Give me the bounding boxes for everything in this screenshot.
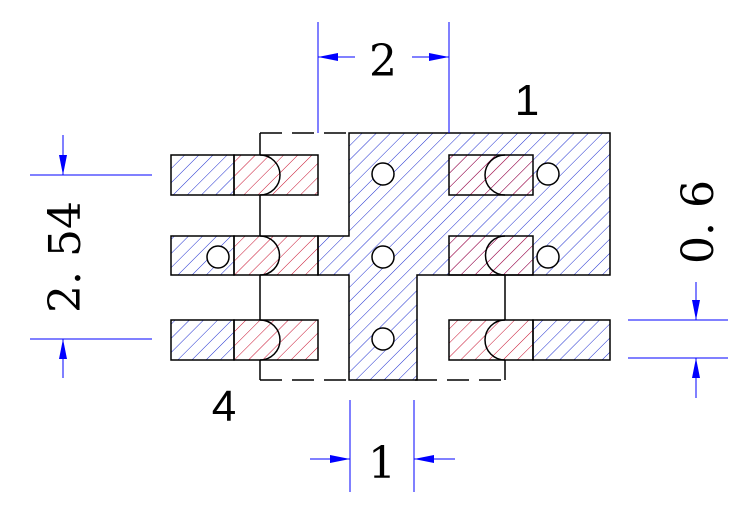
dimension-slot-width: 1 xyxy=(310,400,455,492)
dimension-label-slot-width: 1 xyxy=(368,438,396,489)
arrow-icon xyxy=(429,53,449,61)
dimension-pad-width: 0. 6 xyxy=(628,180,728,398)
via-hole-icon xyxy=(206,162,560,351)
dimension-label-pad-width: 0. 6 xyxy=(673,180,724,264)
pin-1-label: 1 xyxy=(515,76,539,125)
arrow-icon xyxy=(59,339,67,359)
arrow-icon xyxy=(414,455,434,463)
arrow-icon xyxy=(59,155,67,175)
arrow-icon xyxy=(692,358,700,378)
left-pad-middle xyxy=(170,235,319,276)
right-pad-top xyxy=(448,154,534,196)
dimension-label-pitch-horizontal: 2 xyxy=(369,36,397,87)
right-pad-middle xyxy=(448,235,534,276)
pin-4-label: 4 xyxy=(212,382,236,431)
dimension-label-pitch-vertical: 2. 54 xyxy=(40,201,91,313)
left-pad-bottom xyxy=(170,319,319,361)
body-outline xyxy=(259,132,506,381)
left-pad-top xyxy=(170,154,319,196)
arrow-icon xyxy=(330,455,350,463)
dimension-pitch-horizontal: 2 xyxy=(317,22,450,133)
arrow-icon xyxy=(318,53,338,61)
dimension-pitch-vertical: 2. 54 xyxy=(30,135,152,378)
right-pad-bottom xyxy=(448,319,611,361)
arrow-icon xyxy=(692,300,700,320)
